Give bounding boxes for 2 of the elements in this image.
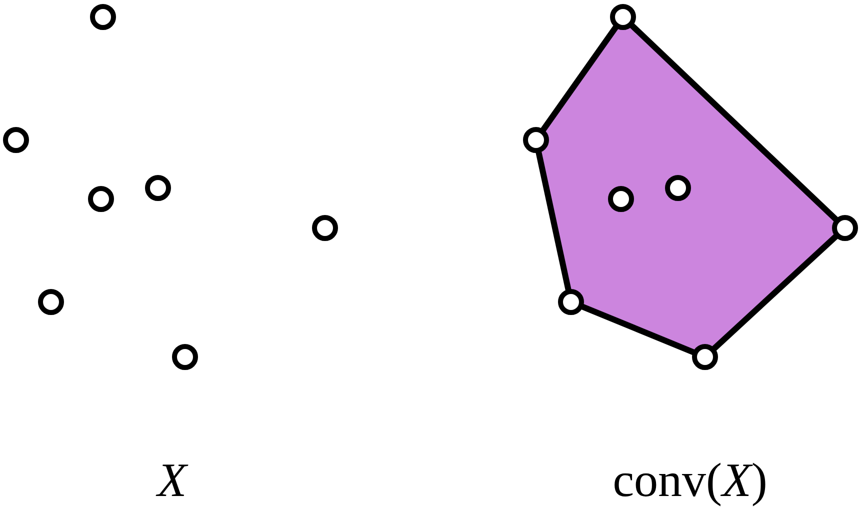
math-label: conv(X) — [612, 457, 768, 505]
math-label: X — [157, 457, 187, 505]
